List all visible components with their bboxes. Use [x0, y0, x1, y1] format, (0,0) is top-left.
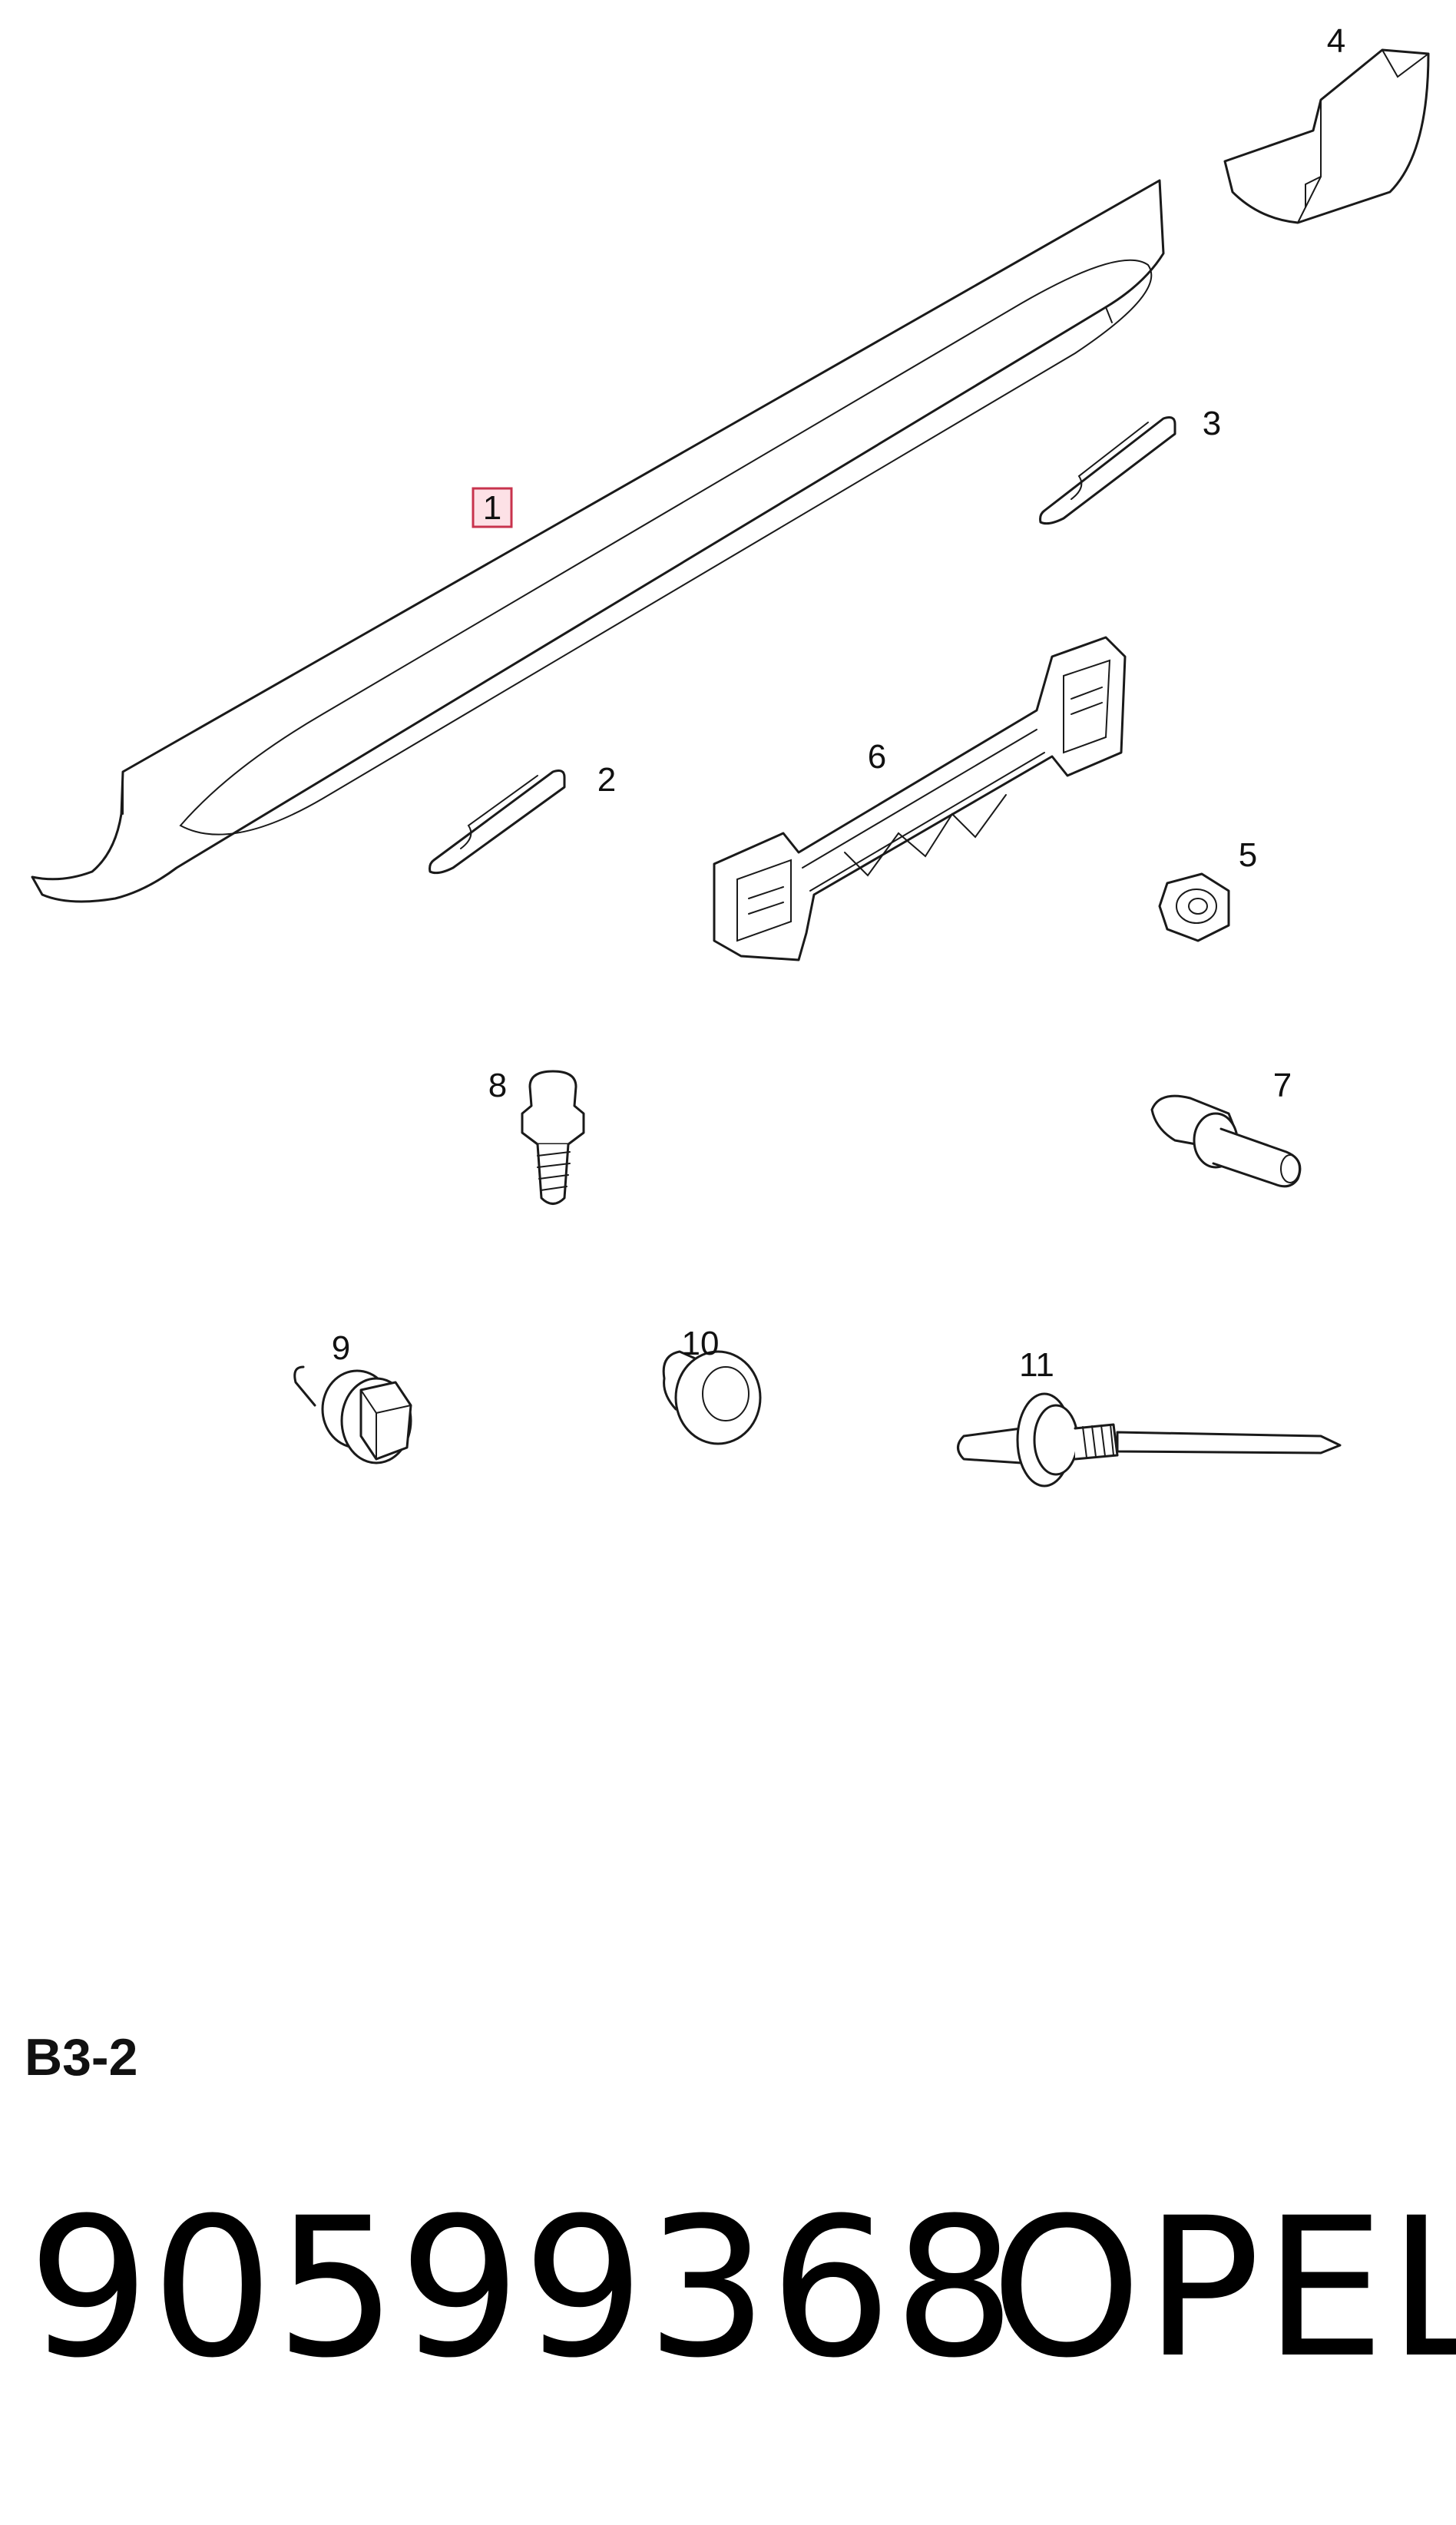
brand-name: OPEL [991, 2176, 1456, 2400]
part-9-clip[interactable] [293, 1365, 412, 1464]
part-number: 90599368 [28, 2176, 1018, 2400]
callout-1[interactable]: 1 [483, 489, 501, 527]
diagram-code: B3-2 [25, 2028, 138, 2087]
part-8-stud[interactable] [521, 1070, 585, 1205]
part-4-end-cap[interactable] [1223, 48, 1430, 224]
callout-2[interactable]: 2 [597, 761, 616, 799]
callout-11[interactable]: 11 [1019, 1346, 1054, 1384]
part-3-pad[interactable] [1039, 416, 1176, 525]
part-2-pad[interactable] [429, 769, 566, 875]
callout-10[interactable]: 10 [682, 1325, 720, 1362]
callout-4[interactable]: 4 [1327, 22, 1345, 60]
callout-9[interactable]: 9 [332, 1329, 350, 1367]
part-11-rivet[interactable] [957, 1392, 1342, 1488]
callout-6[interactable]: 6 [868, 738, 886, 776]
callout-3[interactable]: 3 [1203, 405, 1221, 442]
part-7-push-clip[interactable] [1150, 1094, 1302, 1188]
part-1-sill-panel[interactable] [31, 179, 1165, 903]
callout-7[interactable]: 7 [1273, 1067, 1292, 1104]
part-10-grommet[interactable] [662, 1350, 762, 1445]
callout-5[interactable]: 5 [1239, 836, 1257, 874]
callout-8[interactable]: 8 [488, 1067, 507, 1104]
callout-1-highlight[interactable] [472, 487, 513, 528]
part-5-nut[interactable] [1158, 872, 1230, 942]
part-6-bracket[interactable] [713, 636, 1127, 961]
